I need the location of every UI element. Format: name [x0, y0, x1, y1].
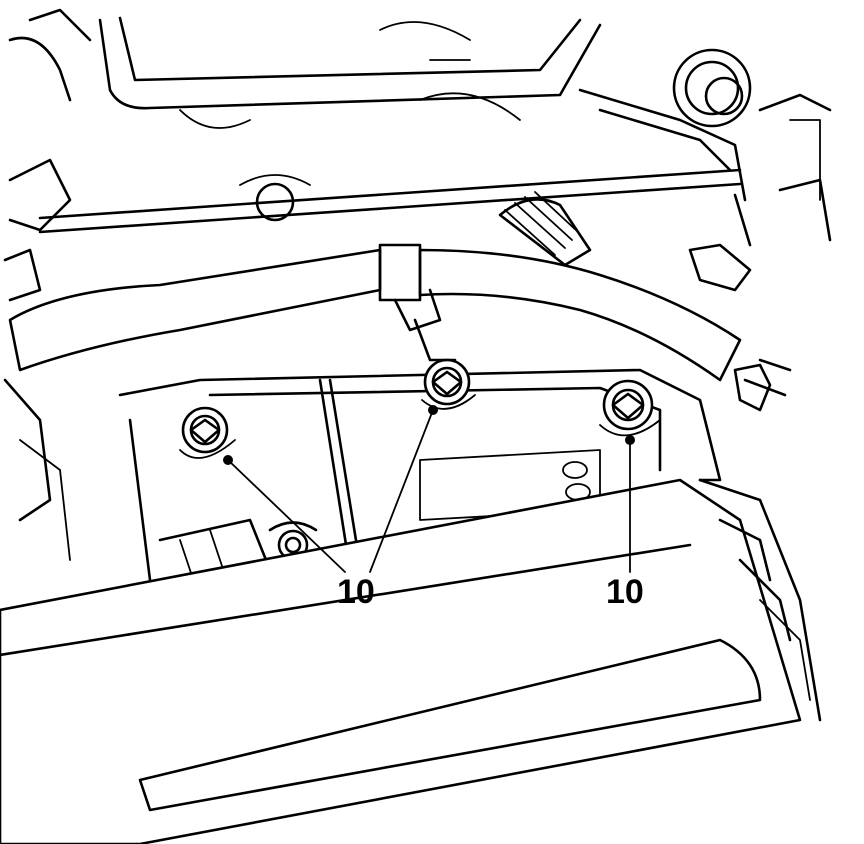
bolt-middle	[421, 358, 476, 410]
bolt-left	[179, 406, 236, 459]
callout-label-10-left: 10	[337, 573, 375, 611]
background-engine-parts	[3, 8, 832, 561]
leader-lines	[223, 405, 635, 573]
coolant-hose	[8, 191, 792, 412]
bolt-right	[599, 379, 661, 437]
callout-label-10-right: 10	[606, 573, 644, 611]
upper-rod	[38, 168, 742, 234]
foreground-cover	[0, 478, 822, 844]
